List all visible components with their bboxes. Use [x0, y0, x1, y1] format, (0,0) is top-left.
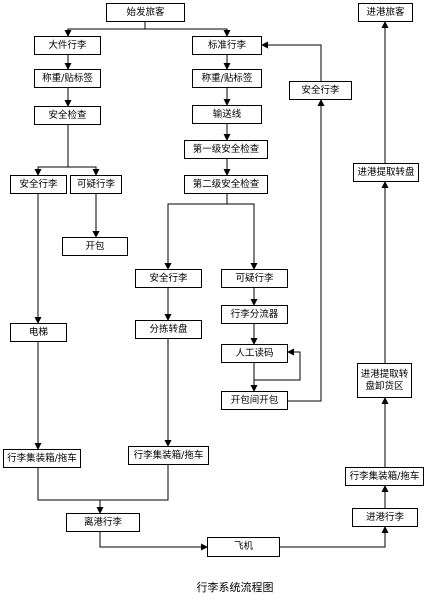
edge-cart-mid-to-departing: [100, 465, 169, 501]
node-open-bag-left: 开包: [62, 237, 128, 256]
edge-level2-split: [164, 194, 228, 270]
node-aircraft: 飞机: [207, 537, 280, 557]
node-departing-baggage: 离港行李: [66, 513, 140, 532]
edge-aircraft-to-arriving: [280, 526, 389, 548]
edge-departure-branch: [145, 28, 231, 37]
edge-open-room-return: [288, 99, 325, 402]
node-standard-baggage: 标准行李: [192, 36, 262, 55]
node-sorting-carousel: 分拣转盘: [135, 320, 202, 339]
edge-manual-loop: [254, 348, 301, 381]
node-conveyor: 输送线: [192, 105, 262, 124]
node-arrival-unload-area: 进港提取转盘卸货区: [357, 363, 412, 398]
node-safe-baggage-left: 安全行李: [10, 175, 67, 194]
edge-departure-branch: [64, 22, 146, 37]
diagram-caption: 行李系统流程图: [196, 581, 274, 594]
node-arriving-baggage: 进港行李: [352, 508, 418, 527]
node-manual-barcode: 人工读码: [221, 344, 288, 363]
edge-security-left-split: [34, 125, 69, 176]
edge-level2-split: [227, 203, 258, 270]
node-suspicious-baggage-left: 可疑行李: [70, 175, 122, 194]
node-diverter: 行李分流器: [221, 305, 288, 324]
node-safe-baggage-mid: 安全行李: [135, 269, 202, 288]
node-container-cart-left: 行李集装箱/拖车: [3, 449, 81, 468]
node-level2-security: 第二级安全检查: [184, 175, 268, 194]
node-oversized-baggage: 大件行李: [34, 36, 101, 55]
edge-departing-to-aircraft: [99, 532, 208, 551]
edge-cart-left-to-departing: [37, 468, 104, 514]
node-container-cart-arrival: 行李集装箱/拖车: [345, 467, 424, 486]
node-suspicious-baggage-mid: 可疑行李: [221, 269, 288, 288]
node-arrival-passenger: 进港旅客: [358, 3, 413, 22]
node-departure-hall: 始发旅客: [106, 3, 185, 22]
node-arrival-claim-carousel: 进港提取转盘: [353, 163, 419, 182]
node-safe-baggage-return: 安全行李: [289, 81, 352, 100]
edge-safe-return-to-standard: [261, 41, 322, 81]
node-level1-security: 第一级安全检查: [184, 140, 268, 159]
edge-security-left-split: [68, 166, 100, 176]
node-security-check-left: 安全检查: [34, 106, 101, 125]
node-container-cart-mid: 行李集装箱/拖车: [128, 446, 209, 465]
node-weigh-tag-left: 称重/贴标签: [34, 69, 101, 88]
node-weigh-tag-right: 称重/贴标签: [192, 69, 262, 88]
node-elevator: 电梯: [10, 323, 67, 342]
node-open-bag-room: 开包间开包: [221, 391, 288, 410]
